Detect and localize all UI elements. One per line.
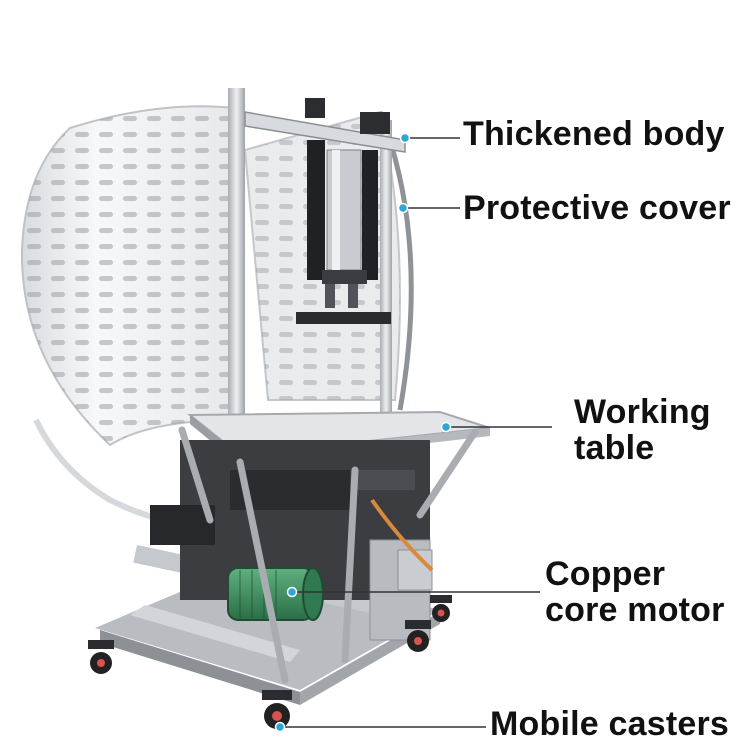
label-working-table: Working table	[574, 393, 711, 467]
mobile-casters	[88, 595, 452, 729]
label-protective-cover: Protective cover	[463, 189, 731, 227]
leader-lines	[280, 137, 552, 728]
callout-markers	[274, 132, 452, 733]
marker-thickened-body	[399, 132, 411, 144]
thickened-body-frame	[244, 98, 406, 153]
strapping-head	[296, 140, 391, 324]
marker-copper-core-motor	[286, 586, 298, 598]
label-mobile-casters: Mobile casters	[490, 705, 730, 743]
label-copper-core-motor: Copper core motor	[545, 555, 725, 629]
label-thickened-body: Thickened body	[463, 115, 725, 153]
caster-back	[430, 595, 452, 622]
marker-mobile-casters	[274, 721, 286, 733]
copper-core-motor	[227, 567, 324, 621]
caster-left	[88, 640, 114, 674]
caster-right	[405, 620, 431, 652]
vertical-posts	[228, 88, 392, 463]
protective-cover	[20, 105, 414, 529]
caster-front	[262, 690, 292, 729]
marker-protective-cover	[397, 202, 409, 214]
machine-body	[150, 440, 434, 641]
marker-working-table	[440, 421, 452, 433]
support-legs	[178, 426, 479, 684]
